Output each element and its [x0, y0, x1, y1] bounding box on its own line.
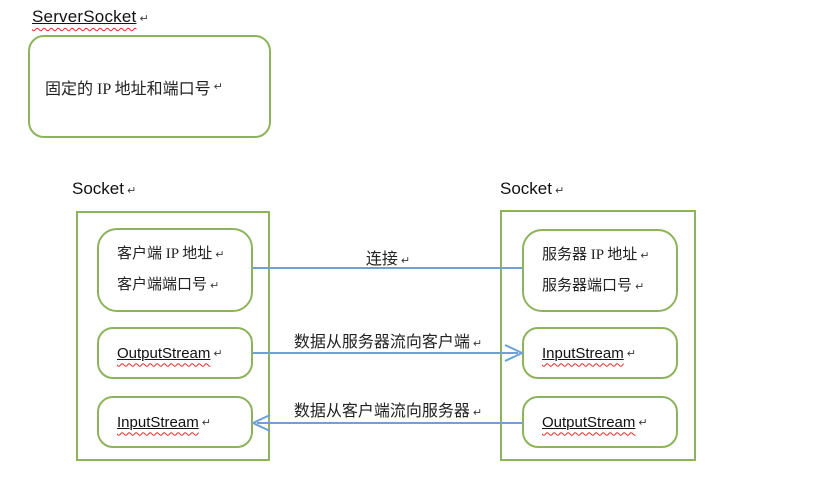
client-address-box: 客户端 IP 地址↵ 客户端端口号↵	[97, 228, 253, 312]
server-ip-text: 服务器 IP 地址	[542, 246, 638, 263]
return-mark: ↵	[472, 337, 483, 350]
return-mark: ↵	[126, 184, 137, 197]
client-ip-line: 客户端 IP 地址↵	[117, 239, 251, 270]
return-mark: ↵	[640, 248, 650, 262]
return-mark: ↵	[638, 415, 648, 429]
return-mark: ↵	[201, 415, 211, 429]
client-socket-title: Socket↵	[72, 179, 136, 199]
return-mark: ↵	[215, 248, 225, 261]
left-arrowhead-icon	[250, 414, 271, 432]
client-to-server-label-text: 数据从客户端流向服务器	[293, 403, 470, 420]
client-inputstream-text: InputStream	[117, 413, 199, 431]
return-mark: ↵	[635, 279, 645, 293]
client-socket-title-text: Socket	[72, 179, 124, 198]
server-outputstream-box: OutputStream↵	[522, 396, 678, 448]
serversocket-box: 固定的 IP 地址和端口号↵	[28, 35, 271, 138]
serversocket-title: ServerSocket↵	[32, 7, 149, 27]
server-socket-title-text: Socket	[500, 179, 552, 198]
server-outputstream-text: OutputStream	[542, 413, 636, 431]
serversocket-box-text: 固定的 IP 地址和端口号	[45, 80, 211, 98]
server-inputstream-text: InputStream	[542, 344, 624, 362]
right-arrowhead-icon	[504, 344, 525, 362]
return-mark: ↵	[139, 12, 149, 25]
client-inputstream-box: InputStream↵	[97, 396, 253, 448]
return-mark: ↵	[554, 184, 565, 197]
client-to-server-label: 数据从客户端流向服务器↵	[253, 397, 523, 421]
server-socket-title: Socket↵	[500, 179, 564, 199]
return-mark: ↵	[626, 346, 636, 360]
client-outputstream-text: OutputStream	[117, 344, 211, 362]
server-address-box: 服务器 IP 地址↵ 服务器端口号↵	[522, 229, 678, 312]
server-to-client-label-text: 数据从服务器流向客户端	[293, 334, 470, 351]
server-to-client-label: 数据从服务器流向客户端↵	[253, 328, 523, 352]
client-port-line: 客户端端口号↵	[117, 270, 251, 301]
server-inputstream-box: InputStream↵	[522, 327, 678, 379]
client-outputstream-box: OutputStream↵	[97, 327, 253, 379]
server-port-line: 服务器端口号↵	[542, 271, 676, 302]
return-mark: ↵	[472, 406, 483, 419]
connect-label-text: 连接	[365, 251, 398, 268]
client-ip-text: 客户端 IP 地址	[117, 246, 213, 262]
return-mark: ↵	[400, 254, 411, 267]
serversocket-title-text: ServerSocket	[32, 7, 137, 26]
return-mark: ↵	[213, 346, 223, 360]
client-port-text: 客户端端口号	[117, 277, 208, 293]
server-ip-line: 服务器 IP 地址↵	[542, 240, 676, 271]
return-mark: ↵	[210, 279, 220, 292]
server-port-text: 服务器端口号	[542, 277, 633, 294]
connect-label: 连接↵	[253, 245, 523, 269]
return-mark: ↵	[213, 80, 223, 93]
